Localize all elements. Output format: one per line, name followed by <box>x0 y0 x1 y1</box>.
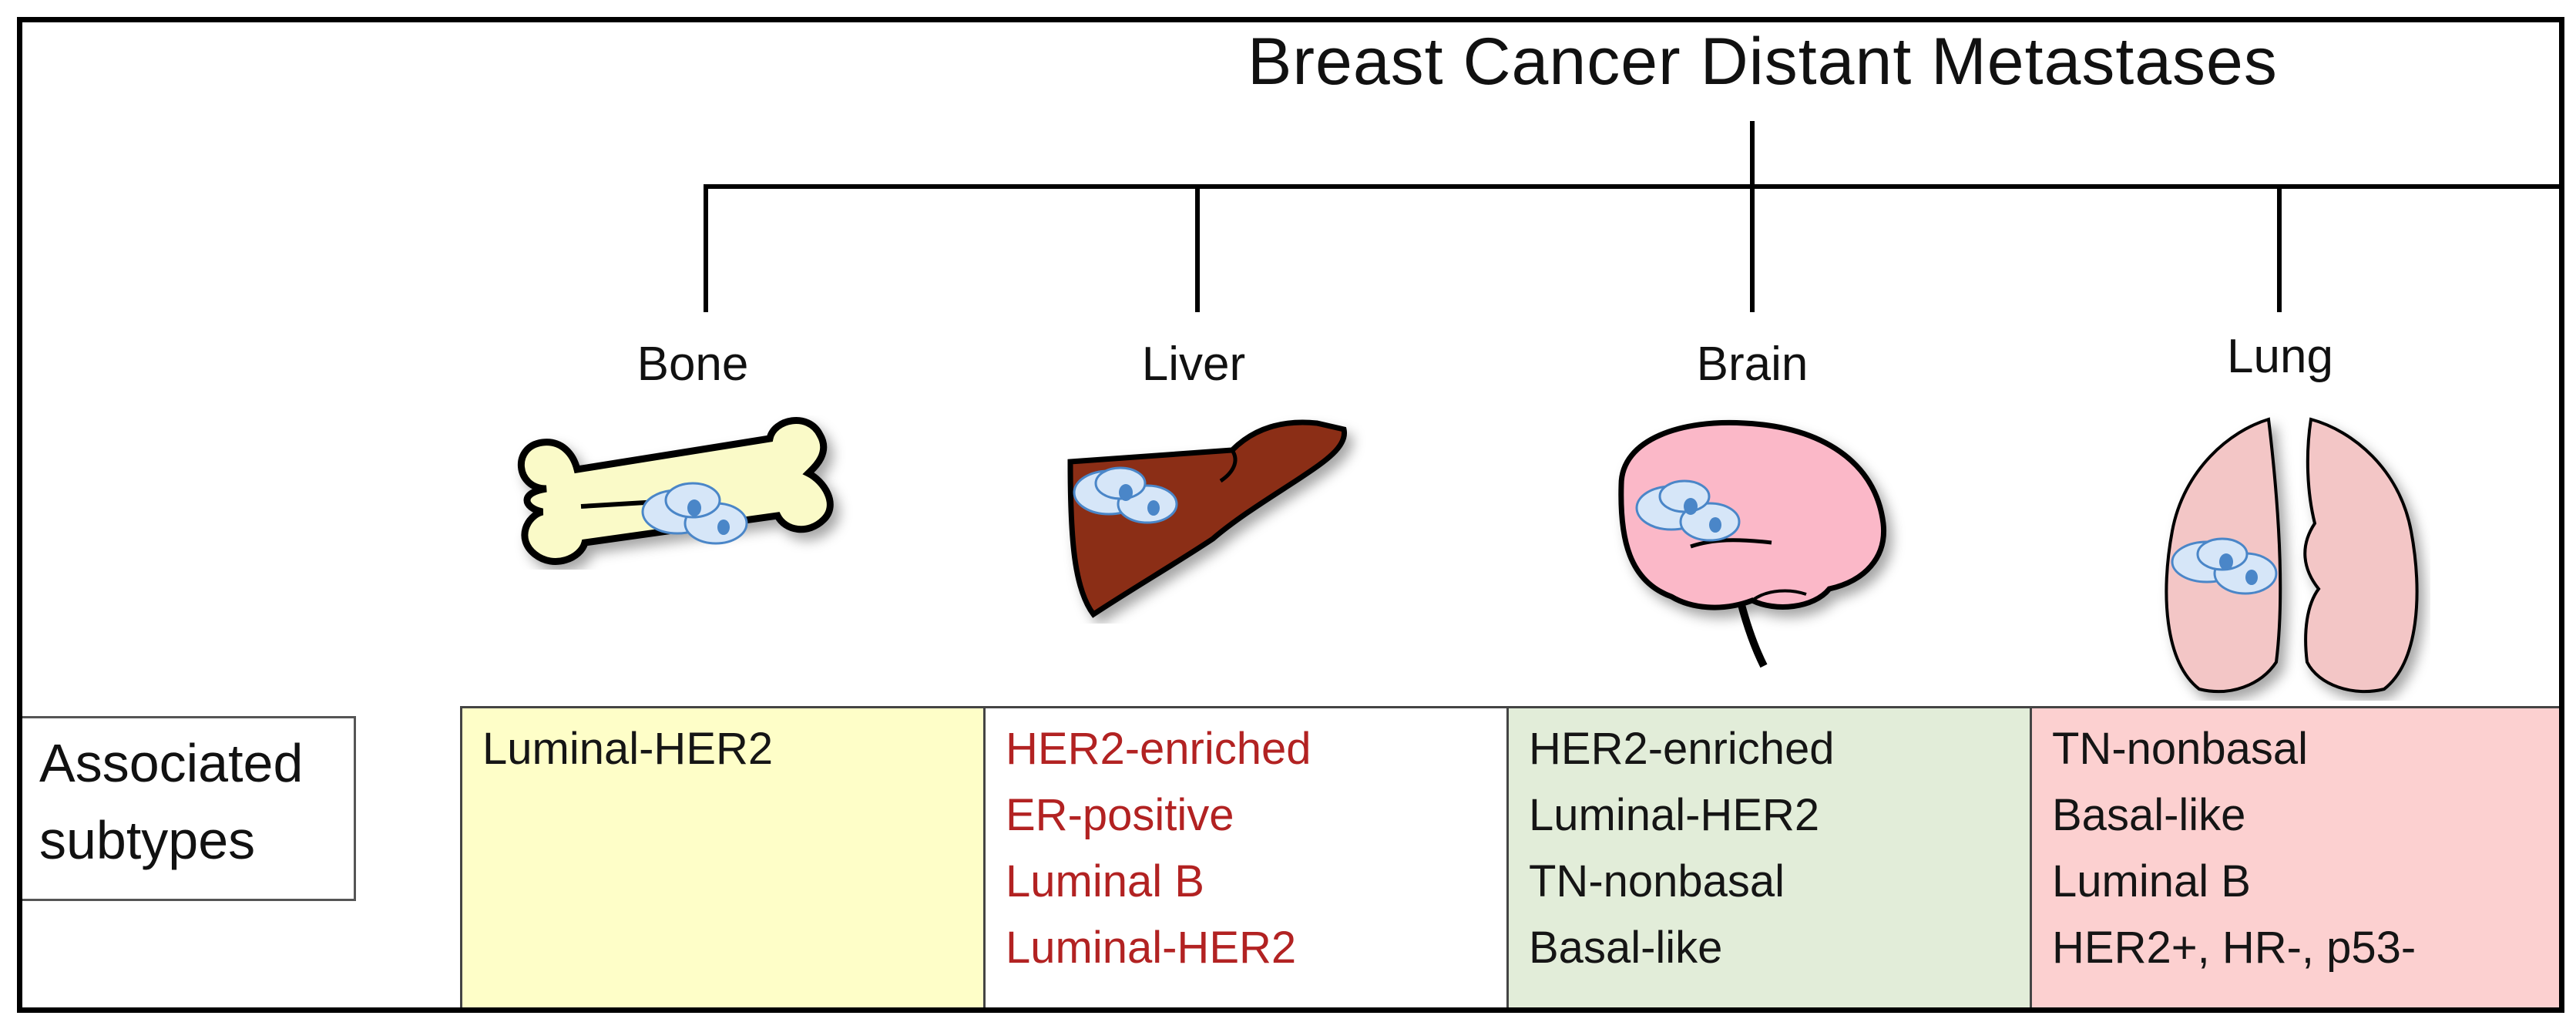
tumor-cells-liver <box>1073 466 1178 524</box>
organ-label-lung: Lung <box>2227 330 2333 383</box>
subtype-item: Luminal B <box>2052 856 2251 906</box>
subtype-cell-liver: HER2-enriched ER-positive Luminal B Lumi… <box>983 706 1509 1007</box>
subtype-cell-bone: Luminal-HER2 <box>460 706 986 1007</box>
subtype-item: Basal-like <box>1529 923 1723 973</box>
row-header-line2: subtypes <box>39 810 256 870</box>
subtype-item: Luminal-HER2 <box>1529 790 1820 840</box>
tumor-cells-lung <box>2171 537 2278 595</box>
row-header-line1: Associated <box>39 733 304 793</box>
subtype-item: ER-positive <box>1006 790 1234 840</box>
drop-line-bone <box>704 184 708 312</box>
diagram-frame: Breast Cancer Distant Metastases Bone Li… <box>17 17 2564 1013</box>
subtype-item: HER2-enriched <box>1529 724 1835 774</box>
tumor-cells-brain <box>1635 479 1741 542</box>
subtype-item: TN-nonbasal <box>1529 856 1785 906</box>
lung-icon <box>2165 417 2419 694</box>
brain-icon <box>1618 419 1887 668</box>
organ-label-liver: Liver <box>1141 338 1246 391</box>
subtype-item: HER2-enriched <box>1006 724 1312 774</box>
drop-line-brain <box>1750 184 1755 312</box>
trunk-line <box>1750 121 1755 204</box>
subtype-item: Basal-like <box>2052 790 2246 840</box>
bone-icon <box>518 417 834 565</box>
tumor-cells-bone <box>641 482 748 545</box>
diagram-title: Breast Cancer Distant Metastases <box>1248 25 2278 99</box>
drop-line-lung <box>2277 184 2282 312</box>
branch-line <box>704 184 2559 189</box>
row-header-associated-subtypes: Associated subtypes <box>22 716 356 901</box>
subtype-item: Luminal-HER2 <box>1006 923 1297 973</box>
organ-label-brain: Brain <box>1696 338 1809 391</box>
subtype-item: Luminal-HER2 <box>482 724 774 774</box>
subtype-item: HER2+, HR-, p53- <box>2052 923 2416 973</box>
subtype-item: Luminal B <box>1006 856 1204 906</box>
subtype-cell-lung: TN-nonbasal Basal-like Luminal B HER2+, … <box>2030 706 2559 1007</box>
drop-line-liver <box>1195 184 1200 312</box>
liver-icon <box>1067 419 1347 618</box>
subtype-item: TN-nonbasal <box>2052 724 2309 774</box>
organ-label-bone: Bone <box>636 338 749 391</box>
subtype-cell-brain: HER2-enriched Luminal-HER2 TN-nonbasal B… <box>1506 706 2032 1007</box>
